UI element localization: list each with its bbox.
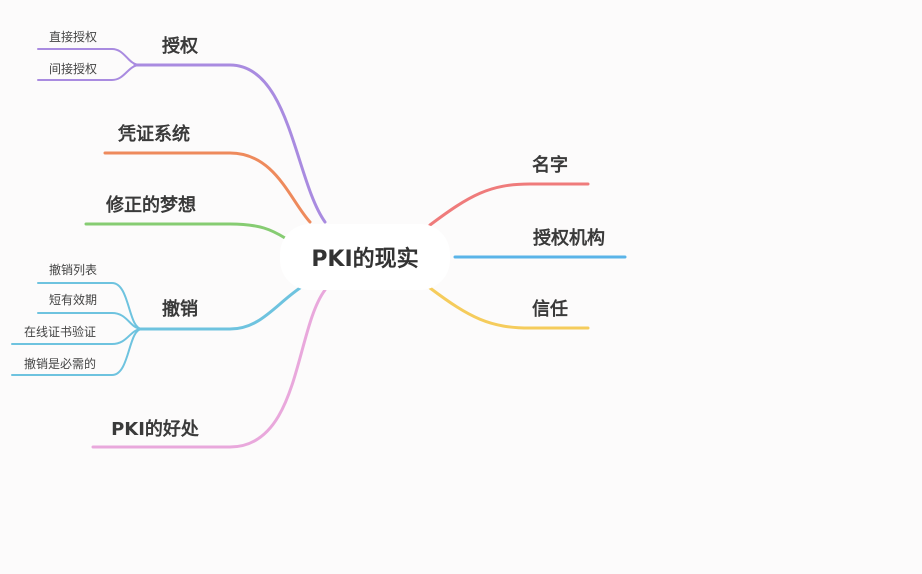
node-short-validity[interactable]: 短有效期	[49, 292, 97, 307]
root-label: PKI的现实	[311, 246, 418, 272]
branch-line-revised-dream	[84, 222, 287, 240]
node-ocsp[interactable]: 在线证书验证	[24, 324, 96, 339]
node-name[interactable]: 名字	[532, 154, 568, 176]
node-trust[interactable]: 信任	[532, 298, 568, 320]
branch-line-trust	[428, 286, 590, 330]
branch-line-authorization	[133, 63, 327, 224]
child-line-indirect-auth	[37, 64, 141, 81]
node-crl[interactable]: 撤销列表	[49, 262, 97, 277]
node-indirect-auth[interactable]: 间接授权	[49, 61, 97, 76]
node-pki-benefits[interactable]: PKI的好处	[111, 418, 200, 440]
branch-line-name	[428, 182, 590, 227]
branch-line-pki-benefits	[91, 288, 327, 449]
node-authority[interactable]: 授权机构	[533, 227, 605, 249]
root-node[interactable]	[280, 224, 450, 290]
node-direct-auth[interactable]: 直接授权	[49, 29, 97, 44]
node-revocation[interactable]: 撤销	[162, 298, 198, 320]
node-authorization[interactable]: 授权	[162, 35, 199, 57]
node-revised-dream[interactable]: 修正的梦想	[105, 194, 196, 216]
child-line-revocation-required	[11, 328, 143, 376]
node-credential-system[interactable]: 凭证系统	[117, 123, 190, 145]
branch-line-revocation	[138, 286, 302, 331]
node-revocation-required[interactable]: 撤销是必需的	[24, 356, 96, 371]
branch-line-credential	[103, 151, 312, 224]
